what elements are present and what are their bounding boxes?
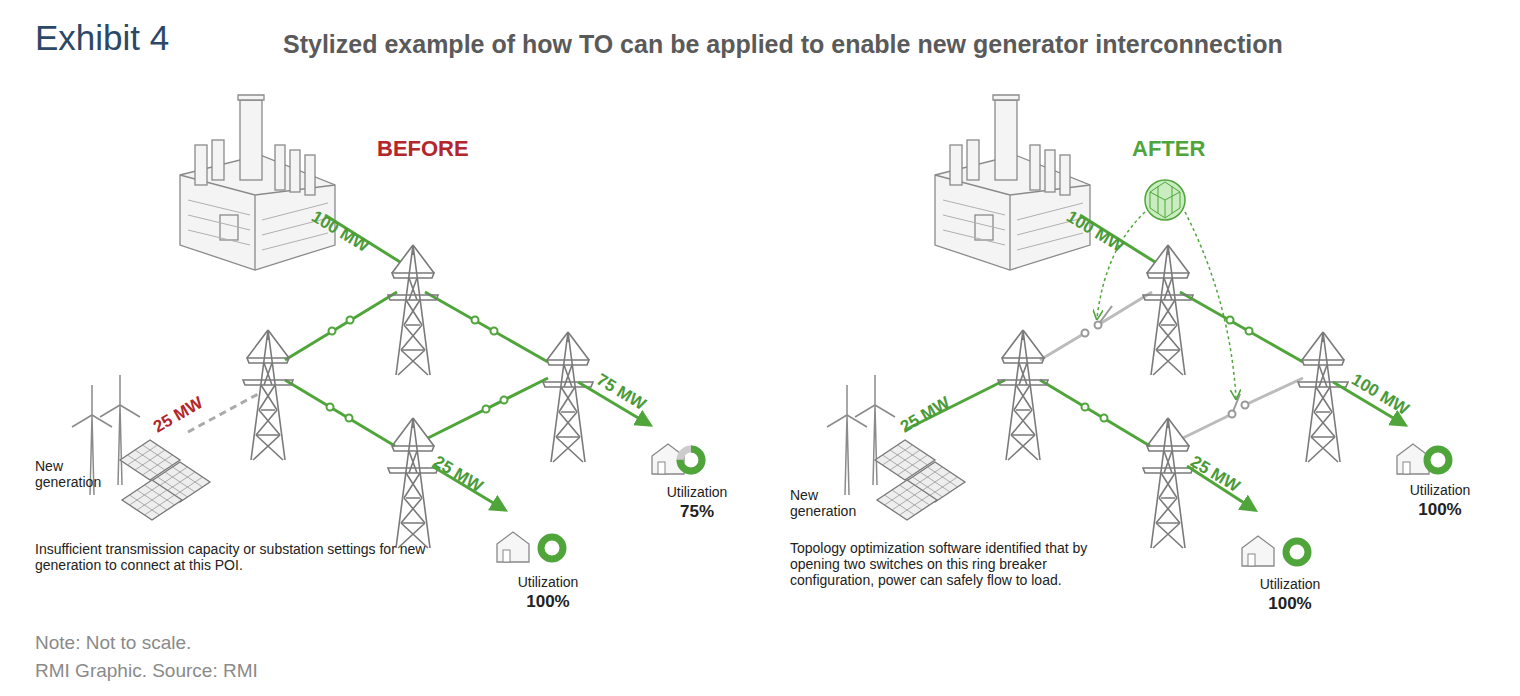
utilization-label: Utilization: [647, 484, 747, 500]
flow-value: 25 MW: [150, 393, 206, 437]
flow-value: 25 MW: [1187, 452, 1243, 496]
flow-value: 25 MW: [897, 393, 953, 437]
panel-heading: BEFORE: [377, 136, 469, 161]
utilization-value: 100%: [498, 592, 598, 612]
utilization-value: 75%: [647, 502, 747, 522]
utilization-label: Utilization: [1390, 482, 1490, 498]
generation-label: New generation: [35, 458, 115, 490]
exhibit-number: Exhibit 4: [35, 18, 169, 58]
utilization-label: Utilization: [498, 574, 598, 590]
panel-note: Topology optimization software identifie…: [790, 540, 1090, 588]
panel-heading: AFTER: [1132, 136, 1205, 161]
after-panel: [827, 95, 1449, 566]
optimization-icon: [1145, 180, 1185, 220]
utilization-value: 100%: [1390, 500, 1490, 520]
panel-note: Insufficient transmission capacity or su…: [35, 541, 445, 573]
title: Stylized example of how TO can be applie…: [283, 30, 1283, 59]
footnote: Note: Not to scale.: [35, 632, 191, 654]
utilization-value: 100%: [1240, 594, 1340, 614]
flow-value: 25 MW: [430, 452, 486, 496]
source-note: RMI Graphic. Source: RMI: [35, 660, 258, 682]
flow-value: 100 MW: [1348, 370, 1412, 419]
generation-label: New generation: [790, 487, 870, 519]
before-panel: [72, 95, 702, 562]
utilization-label: Utilization: [1240, 576, 1340, 592]
